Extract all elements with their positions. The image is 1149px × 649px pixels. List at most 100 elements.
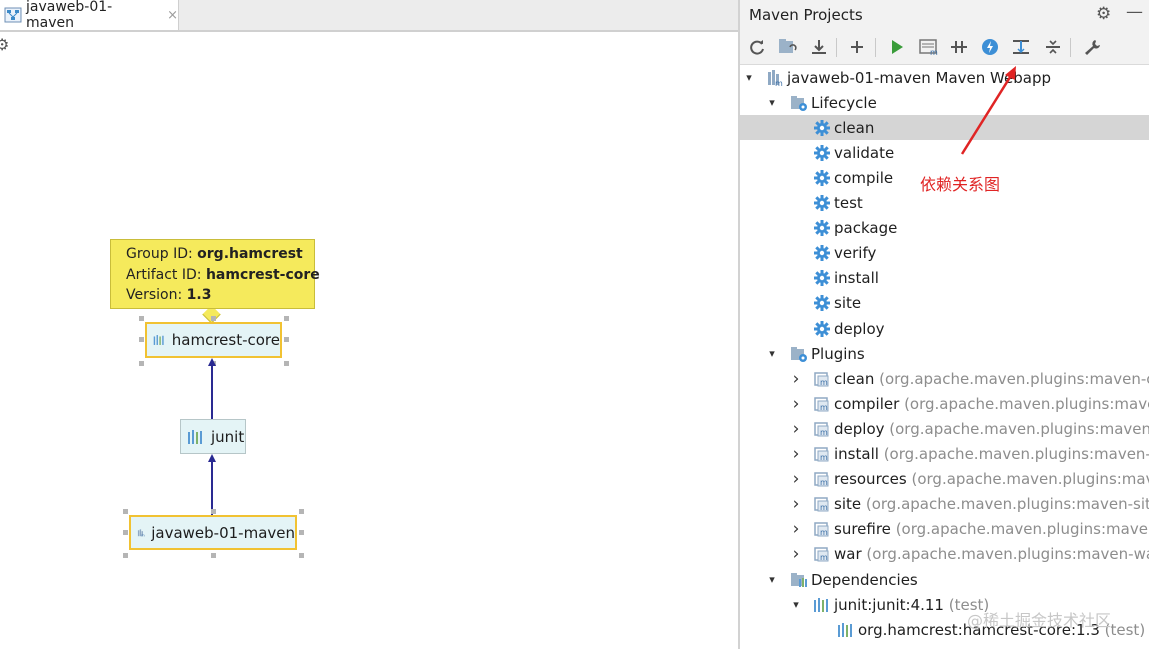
lifecycle-goal-clean[interactable]: clean bbox=[740, 115, 1149, 141]
node-javaweb-01-maven[interactable]: m javaweb-01-maven bbox=[129, 515, 297, 550]
lifecycle-goal-compile[interactable]: compile bbox=[740, 165, 1149, 190]
svg-text:m: m bbox=[930, 48, 938, 56]
settings-wrench-icon[interactable] bbox=[1081, 36, 1103, 58]
chevron-down-icon[interactable]: ▾ bbox=[793, 598, 799, 612]
chevron-right-icon[interactable]: › bbox=[792, 418, 800, 439]
execute-goal-icon[interactable]: m bbox=[918, 36, 940, 58]
collapse-all-icon[interactable] bbox=[1042, 36, 1064, 58]
add-icon[interactable] bbox=[846, 36, 868, 58]
chevron-right-icon[interactable]: › bbox=[792, 368, 800, 389]
chevron-down-icon[interactable]: ▾ bbox=[769, 573, 775, 586]
reimport-icon[interactable] bbox=[746, 36, 768, 58]
tree-item-name: org.hamcrest:hamcrest-core:1.3 bbox=[858, 620, 1100, 639]
plugin-icon: m bbox=[813, 545, 831, 563]
lifecycle-goal-deploy[interactable]: deploy bbox=[740, 316, 1149, 341]
close-icon[interactable]: × bbox=[167, 7, 178, 23]
selection-handle[interactable] bbox=[211, 316, 216, 321]
node-label: hamcrest-core bbox=[171, 331, 280, 349]
selection-handle[interactable] bbox=[299, 553, 304, 558]
dependency-junit[interactable]: ▾junit:junit:4.11 (test) bbox=[740, 592, 1149, 617]
lifecycle-goal-test[interactable]: test bbox=[740, 191, 1149, 216]
chevron-right-icon[interactable]: › bbox=[792, 444, 800, 464]
svg-text:m: m bbox=[820, 453, 828, 462]
chevron-right-icon[interactable]: › bbox=[792, 469, 800, 490]
chevron-down-icon[interactable]: ▾ bbox=[746, 71, 752, 84]
chevron-down-icon[interactable]: ▾ bbox=[769, 347, 775, 361]
tree-plugins[interactable]: ▾ Plugins bbox=[740, 341, 1149, 366]
tree-item-label: clean (org.apache.maven.plugins:maven-cl… bbox=[834, 370, 1149, 388]
download-icon[interactable] bbox=[808, 36, 830, 58]
selection-handle[interactable] bbox=[139, 316, 144, 321]
selection-handle[interactable] bbox=[211, 553, 216, 558]
chevron-down-icon[interactable]: ▾ bbox=[769, 96, 775, 110]
splitter[interactable] bbox=[738, 0, 740, 649]
tree-item-label: Plugins bbox=[811, 345, 865, 363]
generate-sources-icon[interactable] bbox=[777, 36, 799, 58]
tooltip-artifact-label: Artifact ID: bbox=[126, 267, 206, 283]
watermark: @稀土掘金技术社区 bbox=[967, 611, 1112, 630]
show-dependencies-icon[interactable] bbox=[1010, 36, 1032, 58]
tree-dependencies[interactable]: ▾Dependencies bbox=[740, 567, 1149, 592]
tooltip-group-value: org.hamcrest bbox=[197, 246, 303, 262]
selection-handle[interactable] bbox=[299, 530, 304, 535]
tooltip-group-line: Group ID: org.hamcrest bbox=[126, 246, 303, 262]
chevron-right-icon[interactable]: › bbox=[792, 544, 800, 565]
tree-lifecycle[interactable]: ▾Lifecycle bbox=[740, 90, 1149, 115]
selection-handle[interactable] bbox=[123, 509, 128, 514]
node-hamcrest-core[interactable]: hamcrest-core bbox=[145, 322, 282, 358]
tree-item-label: surefire (org.apache.maven.plugins:maven… bbox=[834, 520, 1149, 538]
selection-handle[interactable] bbox=[139, 337, 144, 342]
toolbar-separator bbox=[836, 38, 837, 57]
tree-item-name: war bbox=[834, 545, 862, 564]
editor-tab-bar: javaweb-01-maven × bbox=[0, 0, 738, 32]
plugin-icon: m bbox=[813, 520, 831, 538]
lifecycle-goal-validate[interactable]: validate bbox=[740, 140, 1149, 165]
selection-handle[interactable] bbox=[123, 553, 128, 558]
tree-item-detail: (org.apache.maven.plugins:maven-c bbox=[904, 394, 1149, 413]
dependency-hamcrest-core[interactable]: org.hamcrest:hamcrest-core:1.3 (test) bbox=[740, 617, 1149, 642]
selection-handle[interactable] bbox=[284, 337, 289, 342]
tree-item-label: deploy (org.apache.maven.plugins:maven-d… bbox=[834, 420, 1149, 438]
gear-icon[interactable]: ⚙ bbox=[1096, 4, 1112, 24]
chevron-right-icon[interactable]: › bbox=[792, 519, 800, 540]
tab-javaweb-01-maven[interactable]: javaweb-01-maven × bbox=[0, 0, 179, 31]
node-junit[interactable]: junit bbox=[180, 419, 246, 454]
toolbar-separator bbox=[875, 38, 876, 57]
annotation-arrow bbox=[960, 66, 1016, 155]
svg-text:m: m bbox=[820, 503, 828, 512]
tree-item-label: clean bbox=[834, 119, 874, 137]
selection-handle[interactable] bbox=[123, 530, 128, 535]
selection-handle[interactable] bbox=[284, 361, 289, 366]
chevron-right-icon[interactable]: › bbox=[792, 393, 800, 414]
selection-handle[interactable] bbox=[139, 361, 144, 366]
skip-tests-icon[interactable] bbox=[979, 36, 1001, 58]
lifecycle-goal-package[interactable]: package bbox=[740, 216, 1149, 241]
svg-text:m: m bbox=[820, 428, 828, 437]
tree-item-name: compile bbox=[834, 168, 894, 187]
minimize-icon[interactable]: — bbox=[1126, 2, 1143, 22]
lifecycle-goal-install[interactable]: install bbox=[740, 266, 1149, 291]
diagram-settings-icon[interactable]: ⚙ bbox=[0, 35, 10, 54]
svg-text:m: m bbox=[820, 478, 828, 487]
selection-handle[interactable] bbox=[211, 509, 216, 514]
selection-handle[interactable] bbox=[299, 509, 304, 514]
plugin-deploy[interactable]: › m deploy (org.apache.maven.plugins:maven… bbox=[740, 416, 1149, 441]
toggle-offline-icon[interactable] bbox=[948, 36, 970, 58]
svg-text:m: m bbox=[820, 403, 828, 412]
lifecycle-goal-site[interactable]: site bbox=[740, 291, 1149, 316]
selection-handle[interactable] bbox=[284, 316, 289, 321]
lifecycle-goal-verify[interactable]: verify bbox=[740, 241, 1149, 266]
library-icon bbox=[153, 335, 164, 345]
run-icon[interactable] bbox=[886, 36, 908, 58]
chevron-right-icon[interactable]: › bbox=[792, 494, 800, 515]
tree-item-name: clean bbox=[834, 118, 875, 137]
library-icon bbox=[188, 429, 202, 444]
